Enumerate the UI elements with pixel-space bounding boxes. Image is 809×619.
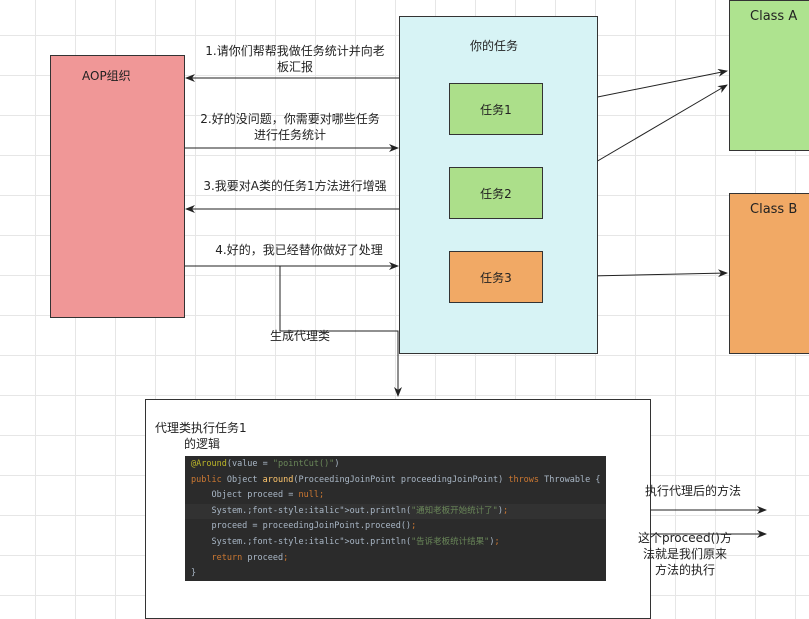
- message-1-line1: 1.请你们帮帮我做任务统计并向老: [205, 44, 385, 58]
- task-1-box: 任务1: [449, 83, 543, 135]
- code-line: System.;font-style:italic">out.println("…: [185, 503, 606, 520]
- code-block: @Around(value = "pointCut()") public Obje…: [185, 456, 606, 581]
- code-line: public Object around(ProceedingJoinPoint…: [191, 474, 601, 485]
- task-3-box: 任务3: [449, 251, 543, 303]
- proceed-note: 这个proceed()方 法就是我们原来 方法的执行: [630, 530, 740, 578]
- class-b-box: Class B: [729, 193, 809, 354]
- proxy-title-line2: 的逻辑: [184, 437, 221, 451]
- message-2: 2.好的没问题，你需要对哪些任务 进行任务统计: [193, 111, 387, 143]
- aop-label: AOP组织: [82, 69, 131, 83]
- message-3: 3.我要对A类的任务1方法进行增强: [191, 178, 399, 194]
- message-1-line2: 板汇报: [276, 60, 313, 74]
- execute-after-label: 执行代理后的方法: [645, 484, 742, 498]
- aop-box: [50, 55, 185, 318]
- message-1: 1.请你们帮帮我做任务统计并向老 板汇报: [200, 43, 390, 75]
- proxy-title-line1: 代理类执行任务1: [155, 421, 247, 435]
- message-3-line1: 3.我要对A类的任务1方法进行增强: [203, 179, 387, 193]
- class-a-label: Class A: [750, 9, 798, 24]
- code-line: System.;font-style:italic">out.println("…: [191, 536, 500, 547]
- proceed-note-line3: 方法的执行: [654, 563, 715, 577]
- class-a-box: Class A: [729, 0, 809, 151]
- generate-proxy-label: 生成代理类: [270, 329, 331, 343]
- message-4-line1: 4.好的，我已经替你做好了处理: [215, 243, 383, 257]
- code-line: proceed = proceedingJoinPoint.proceed();: [191, 521, 417, 532]
- code-line: @Around(value = "pointCut()"): [191, 459, 340, 469]
- proxy-class-title: 代理类执行任务1 的逻辑: [155, 420, 247, 452]
- task-1-label: 任务1: [480, 102, 512, 117]
- code-line: }: [191, 568, 197, 579]
- proceed-note-line1: 这个proceed()方: [638, 531, 732, 545]
- message-4: 4.好的，我已经替你做好了处理: [204, 242, 394, 258]
- code-line: Object proceed = null;: [191, 490, 325, 501]
- code-line: return proceed;: [211, 552, 289, 563]
- message-2-line2: 进行任务统计: [253, 128, 326, 142]
- task-2-box: 任务2: [449, 167, 543, 219]
- task-2-label: 任务2: [480, 186, 512, 201]
- task-3-label: 任务3: [480, 270, 512, 285]
- proceed-note-line2: 法就是我们原来: [642, 547, 727, 561]
- tasks-container-label: 你的任务: [470, 39, 519, 53]
- arrow-generate-proxy: [279, 266, 402, 397]
- message-2-line1: 2.好的没问题，你需要对哪些任务: [200, 112, 380, 126]
- class-b-label: Class B: [750, 202, 798, 217]
